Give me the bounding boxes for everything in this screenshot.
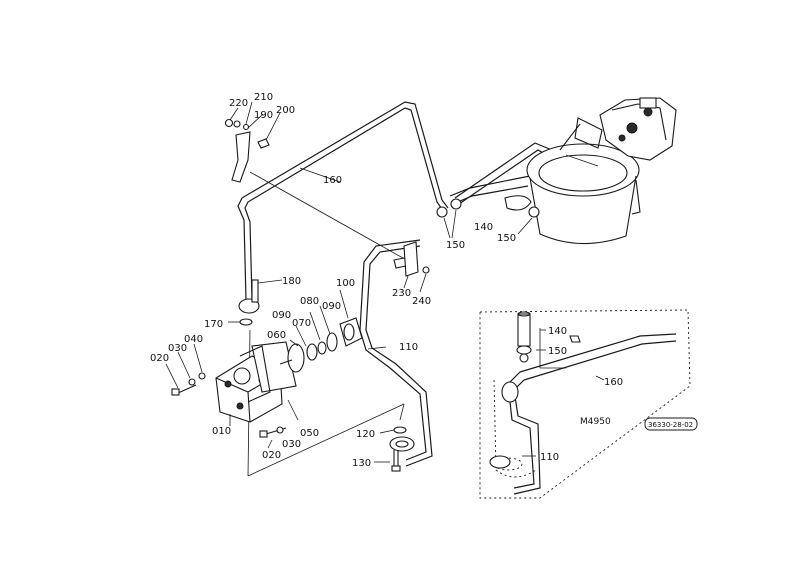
inset-drawing-number: 36330-28-02 <box>648 421 693 429</box>
hose-clamps-150 <box>436 198 540 239</box>
callout-150: 150 <box>446 240 465 251</box>
callout-050: 050 <box>300 428 319 439</box>
pipe-110 <box>359 239 433 467</box>
callout-130: 130 <box>352 458 371 469</box>
callout-030: 030 <box>168 343 187 354</box>
callout-110: 110 <box>540 452 559 463</box>
callout-030: 030 <box>282 439 301 450</box>
clamp-assembly <box>393 241 430 293</box>
callout-120: 120 <box>356 429 375 440</box>
callout-220: 220 <box>229 98 248 109</box>
callout-020: 020 <box>262 450 281 461</box>
callout-040: 040 <box>184 334 203 345</box>
callout-070: 070 <box>292 318 311 329</box>
callout-160: 160 <box>604 377 623 388</box>
callout-150: 150 <box>497 233 516 244</box>
leader-lines <box>247 171 411 477</box>
callout-210: 210 <box>254 92 273 103</box>
callout-160: 160 <box>323 175 342 186</box>
callout-020: 020 <box>150 353 169 364</box>
callout-200: 200 <box>276 105 295 116</box>
callout-150: 150 <box>548 346 567 357</box>
bracket-assembly <box>224 101 281 183</box>
callout-090: 090 <box>272 310 291 321</box>
callout-100: 100 <box>336 278 355 289</box>
bolt-130-washer-120 <box>374 426 407 472</box>
callout-labels: 220 210 190 200 160 150 140 150 230 240 … <box>150 92 698 469</box>
hydraulic-pump <box>165 279 387 449</box>
callout-110: 110 <box>399 342 418 353</box>
inset-view <box>479 309 691 499</box>
reservoir-tank <box>526 143 641 245</box>
valve-assembly <box>559 97 677 161</box>
callout-010: 010 <box>212 426 231 437</box>
callout-230: 230 <box>392 288 411 299</box>
callout-090: 090 <box>322 301 341 312</box>
pipe-140 <box>449 142 553 211</box>
callout-190: 190 <box>254 110 273 121</box>
callout-140: 140 <box>474 222 493 233</box>
callout-060: 060 <box>267 330 286 341</box>
callout-180: 180 <box>282 276 301 287</box>
drawing-number-box <box>644 417 698 431</box>
inset-model-label: M4950 <box>580 417 611 427</box>
pipe-160 <box>237 101 449 301</box>
callout-080: 080 <box>300 296 319 307</box>
callout-140: 140 <box>548 326 567 337</box>
callout-240: 240 <box>412 296 431 307</box>
callout-170: 170 <box>204 319 223 330</box>
